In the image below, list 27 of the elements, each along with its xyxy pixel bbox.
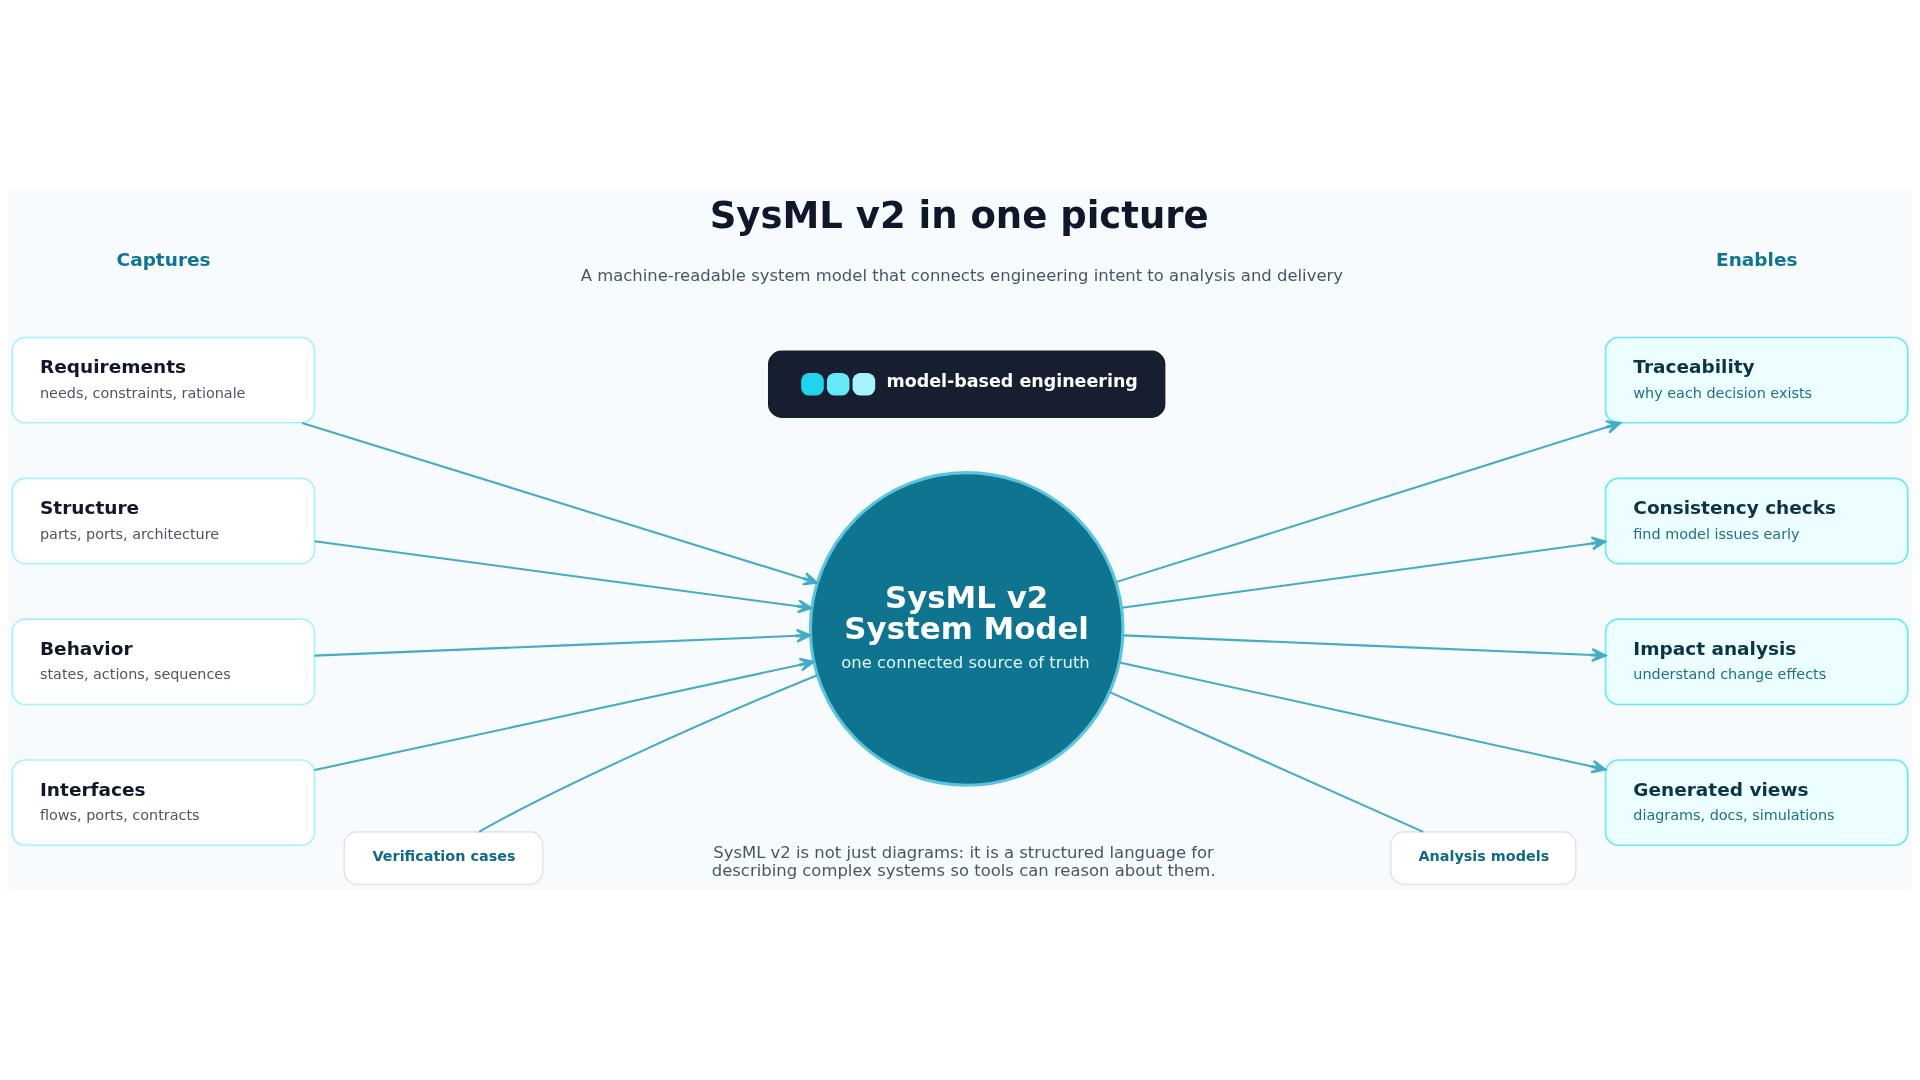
node-box: Analysis models [1389,830,1577,885]
node-box: Verification cases [343,830,544,885]
caption: SysML v2 is not just diagrams: it is a structured language for describing complex systems so tools can reason about them. [711,842,1216,880]
node-box: Structure parts, ports, architecture [11,477,316,564]
node-box: Impact analysis understand change effects [1604,617,1909,705]
label: A machine-readable system model that connects engineering intent to analysis and delivery [580,265,1344,285]
diagram-title: SysML v2 in one picture [709,193,1209,237]
arrow [301,421,819,586]
node-box: Requirements needs, constraints, rationale [11,336,316,424]
arrow [1119,660,1607,774]
connector [1109,690,1424,833]
arrow [1122,633,1607,662]
node-box: Traceability why each decision exists [1604,336,1909,424]
label: Enables [1716,248,1798,270]
node-box: model-based engineering [767,350,1166,418]
arrow [1115,419,1622,583]
node-box: Consistency checks find model issues early [1604,477,1909,564]
arrow [314,628,812,657]
node-box: Interfaces flows, ports, contracts [11,758,316,846]
arrow [1121,535,1607,609]
arrow [314,657,815,771]
node-box: Behavior states, actions, sequences [11,617,316,705]
connector [478,673,818,833]
node-circle: SysML v2 System Model one connected source of truth [808,470,1125,787]
label: Captures [116,248,211,270]
arrow [314,539,813,613]
node-box: Generated views diagrams, docs, simulations [1604,758,1909,846]
